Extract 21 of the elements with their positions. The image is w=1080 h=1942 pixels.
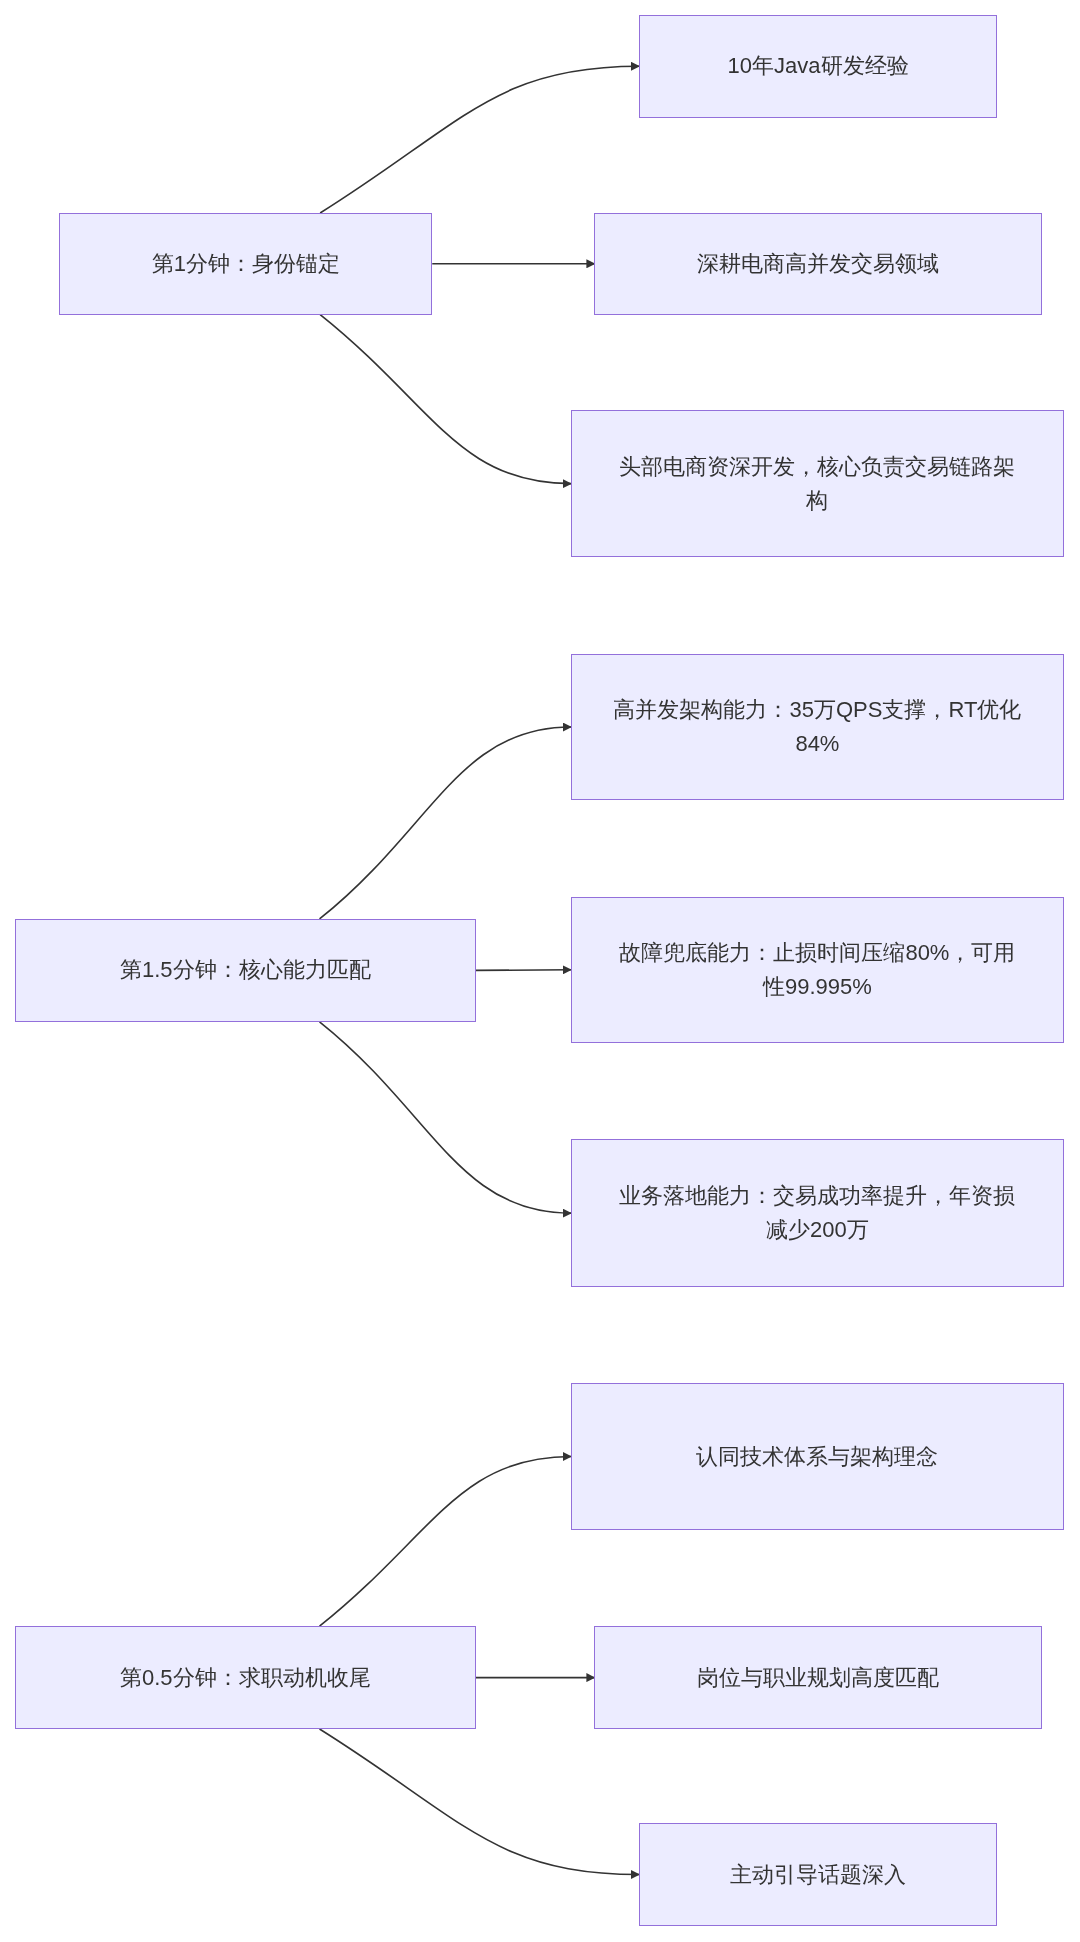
- step-box: 认同技术体系与架构理念: [570, 1383, 1064, 1530]
- arrow: [318, 723, 572, 920]
- step-box: 主动引导话题深入: [639, 1823, 997, 1926]
- step-box: 高并发架构能力：35万QPS支撑，RT优化84%: [570, 653, 1064, 801]
- step-box: 头部电商资深开发，核心负责交易链路架构: [570, 409, 1064, 558]
- step-box: 第1.5分钟：核心能力匹配: [14, 919, 476, 1022]
- step-box: 第1分钟：身份锚定: [59, 213, 433, 315]
- arrow: [319, 313, 572, 488]
- arrow: [474, 965, 572, 975]
- step-box: 业务落地能力：交易成功率提升，年资损减少200万: [570, 1139, 1064, 1287]
- step-box: 故障兜底能力：止损时间压缩80%，可用性99.995%: [570, 896, 1064, 1043]
- arrow: [319, 62, 640, 214]
- arrow: [431, 259, 596, 269]
- arrow: [474, 1673, 596, 1683]
- step-box: 深耕电商高并发交易领域: [594, 213, 1042, 315]
- arrow: [318, 1021, 572, 1217]
- step-box: 岗位与职业规划高度匹配: [594, 1626, 1042, 1729]
- arrow: [318, 1728, 640, 1879]
- step-box: 第0.5分钟：求职动机收尾: [14, 1626, 476, 1729]
- step-box: 10年Java研发经验: [639, 14, 997, 118]
- arrow: [318, 1452, 572, 1627]
